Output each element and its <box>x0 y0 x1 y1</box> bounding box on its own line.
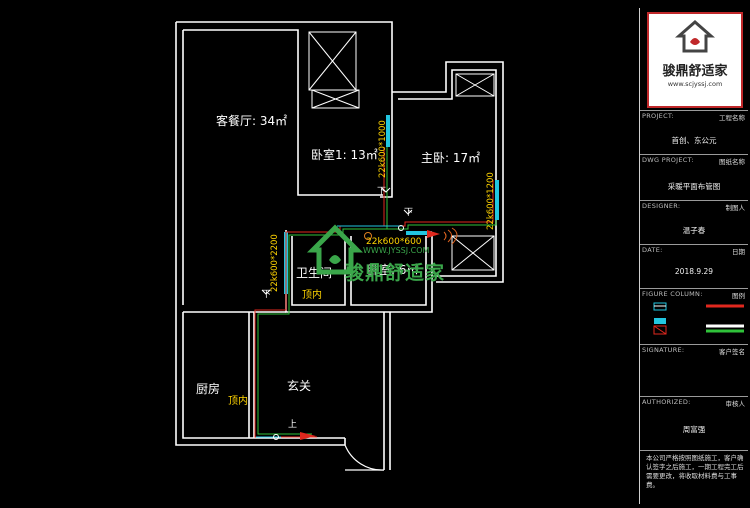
supply-pipe <box>254 180 494 438</box>
marker-up-entrance: 上 <box>288 420 298 430</box>
pipe-top-in-kitchen: 顶内 <box>228 396 248 407</box>
label-bathroom: 卫生间 <box>296 266 333 280</box>
signature-label: 客户签名 <box>719 348 745 356</box>
date-label: 日期 <box>732 248 745 256</box>
radiator-bedroom2 <box>406 231 432 235</box>
logo-house-icon <box>675 20 715 53</box>
project-value: 首创、东公元 <box>671 136 717 145</box>
spec-radiator-bathroom: 22k600*2200 <box>270 234 280 292</box>
radiator-bedroom1 <box>386 115 390 147</box>
figure-label: 图例 <box>732 292 745 300</box>
dwg-caption: DWG PROJECT: <box>642 156 694 164</box>
spec-radiator-bedroom1: 22k600*1000 <box>378 120 388 178</box>
dwg-value: 采暖平面布管图 <box>667 182 721 191</box>
designer-label: 制图人 <box>725 204 746 212</box>
wall-lower <box>175 312 345 446</box>
legend-symbols <box>653 302 744 335</box>
date-value: 2018.9.29 <box>674 267 714 276</box>
authorized-caption: AUTHORIZED: <box>642 398 691 406</box>
spec-radiator-master: 22k600*1200 <box>486 172 496 230</box>
marker-down-master: 下 <box>404 208 414 218</box>
spec-radiator-bedroom2: 22k600*600 <box>366 237 422 247</box>
designer-value: 温子春 <box>682 226 706 235</box>
designer-caption: DESIGNER: <box>642 202 681 210</box>
label-entrance: 玄关 <box>287 379 312 393</box>
return-pipe <box>257 220 497 435</box>
marker-down-bathroom: 下 <box>262 290 272 300</box>
label-living-dining: 客餐厅: 34㎡ <box>216 114 288 128</box>
signature-caption: SIGNATURE: <box>642 346 685 354</box>
wall-living <box>176 21 393 198</box>
logo-url: www.scjyssj.com <box>667 80 723 88</box>
date-caption: DATE: <box>642 246 663 254</box>
wall-master <box>392 61 504 283</box>
pipe-top-in-bathroom: 顶内 <box>302 290 322 301</box>
authorized-label: 审核人 <box>725 400 746 408</box>
authorized-value: 周富强 <box>682 425 706 434</box>
label-kitchen: 厨房 <box>196 382 221 396</box>
marker-down-bedroom1: 下 <box>377 187 387 197</box>
wall-living-inner <box>183 29 383 196</box>
dwg-label: 图纸名称 <box>719 158 745 166</box>
label-master-bedroom: 主卧: 17㎡ <box>421 151 481 165</box>
label-bedroom2: 卧室: 6㎡ <box>367 263 419 277</box>
notice-text: 本公司严格按照图纸施工，客户确认签字之后施工，一期工程完工后需要更改，将收取材料… <box>646 454 744 489</box>
project-label: 工程名称 <box>719 114 745 122</box>
title-block: 骏鼎舒适家 www.scjyssj.com PROJECT: 工程名称 首创、东… <box>639 8 748 504</box>
logo-box: 骏鼎舒适家 www.scjyssj.com <box>647 12 743 108</box>
project-caption: PROJECT: <box>642 112 674 120</box>
label-bedroom1: 卧室1: 13㎡ <box>311 148 378 162</box>
radiator-master <box>495 180 499 220</box>
logo-text: 骏鼎舒适家 <box>662 64 728 79</box>
figure-caption: FIGURE COLUMN: <box>642 290 703 298</box>
